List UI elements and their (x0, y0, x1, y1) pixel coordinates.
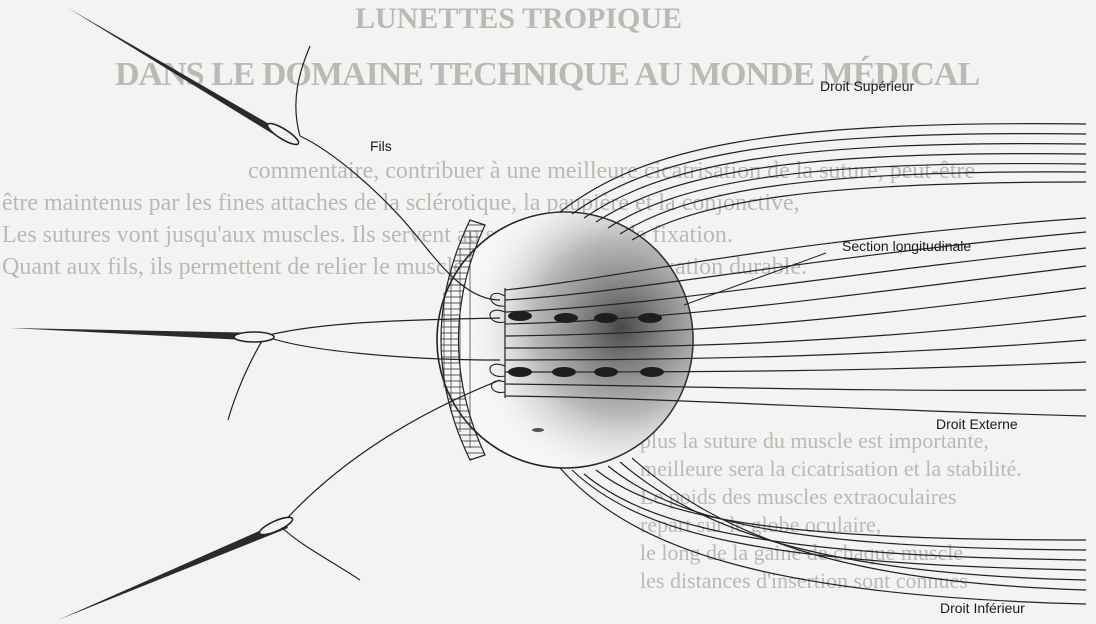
smudge-mark (532, 428, 544, 432)
superior-rectus-muscle (560, 124, 1086, 240)
needle-icon (68, 8, 301, 148)
droit-externe-label: Droit Externe (936, 416, 1018, 432)
section-longitudinale-label: Section longitudinale (842, 238, 971, 254)
eyeball (437, 212, 693, 468)
droit-superieur-label: Droit Supérieur (820, 78, 914, 94)
fils-label: Fils (370, 138, 392, 154)
needle-icon (58, 514, 294, 620)
droit-inferieur-label: Droit Inférieur (940, 600, 1025, 616)
inferior-rectus-muscle (560, 458, 1086, 604)
needle-icon (10, 328, 274, 342)
